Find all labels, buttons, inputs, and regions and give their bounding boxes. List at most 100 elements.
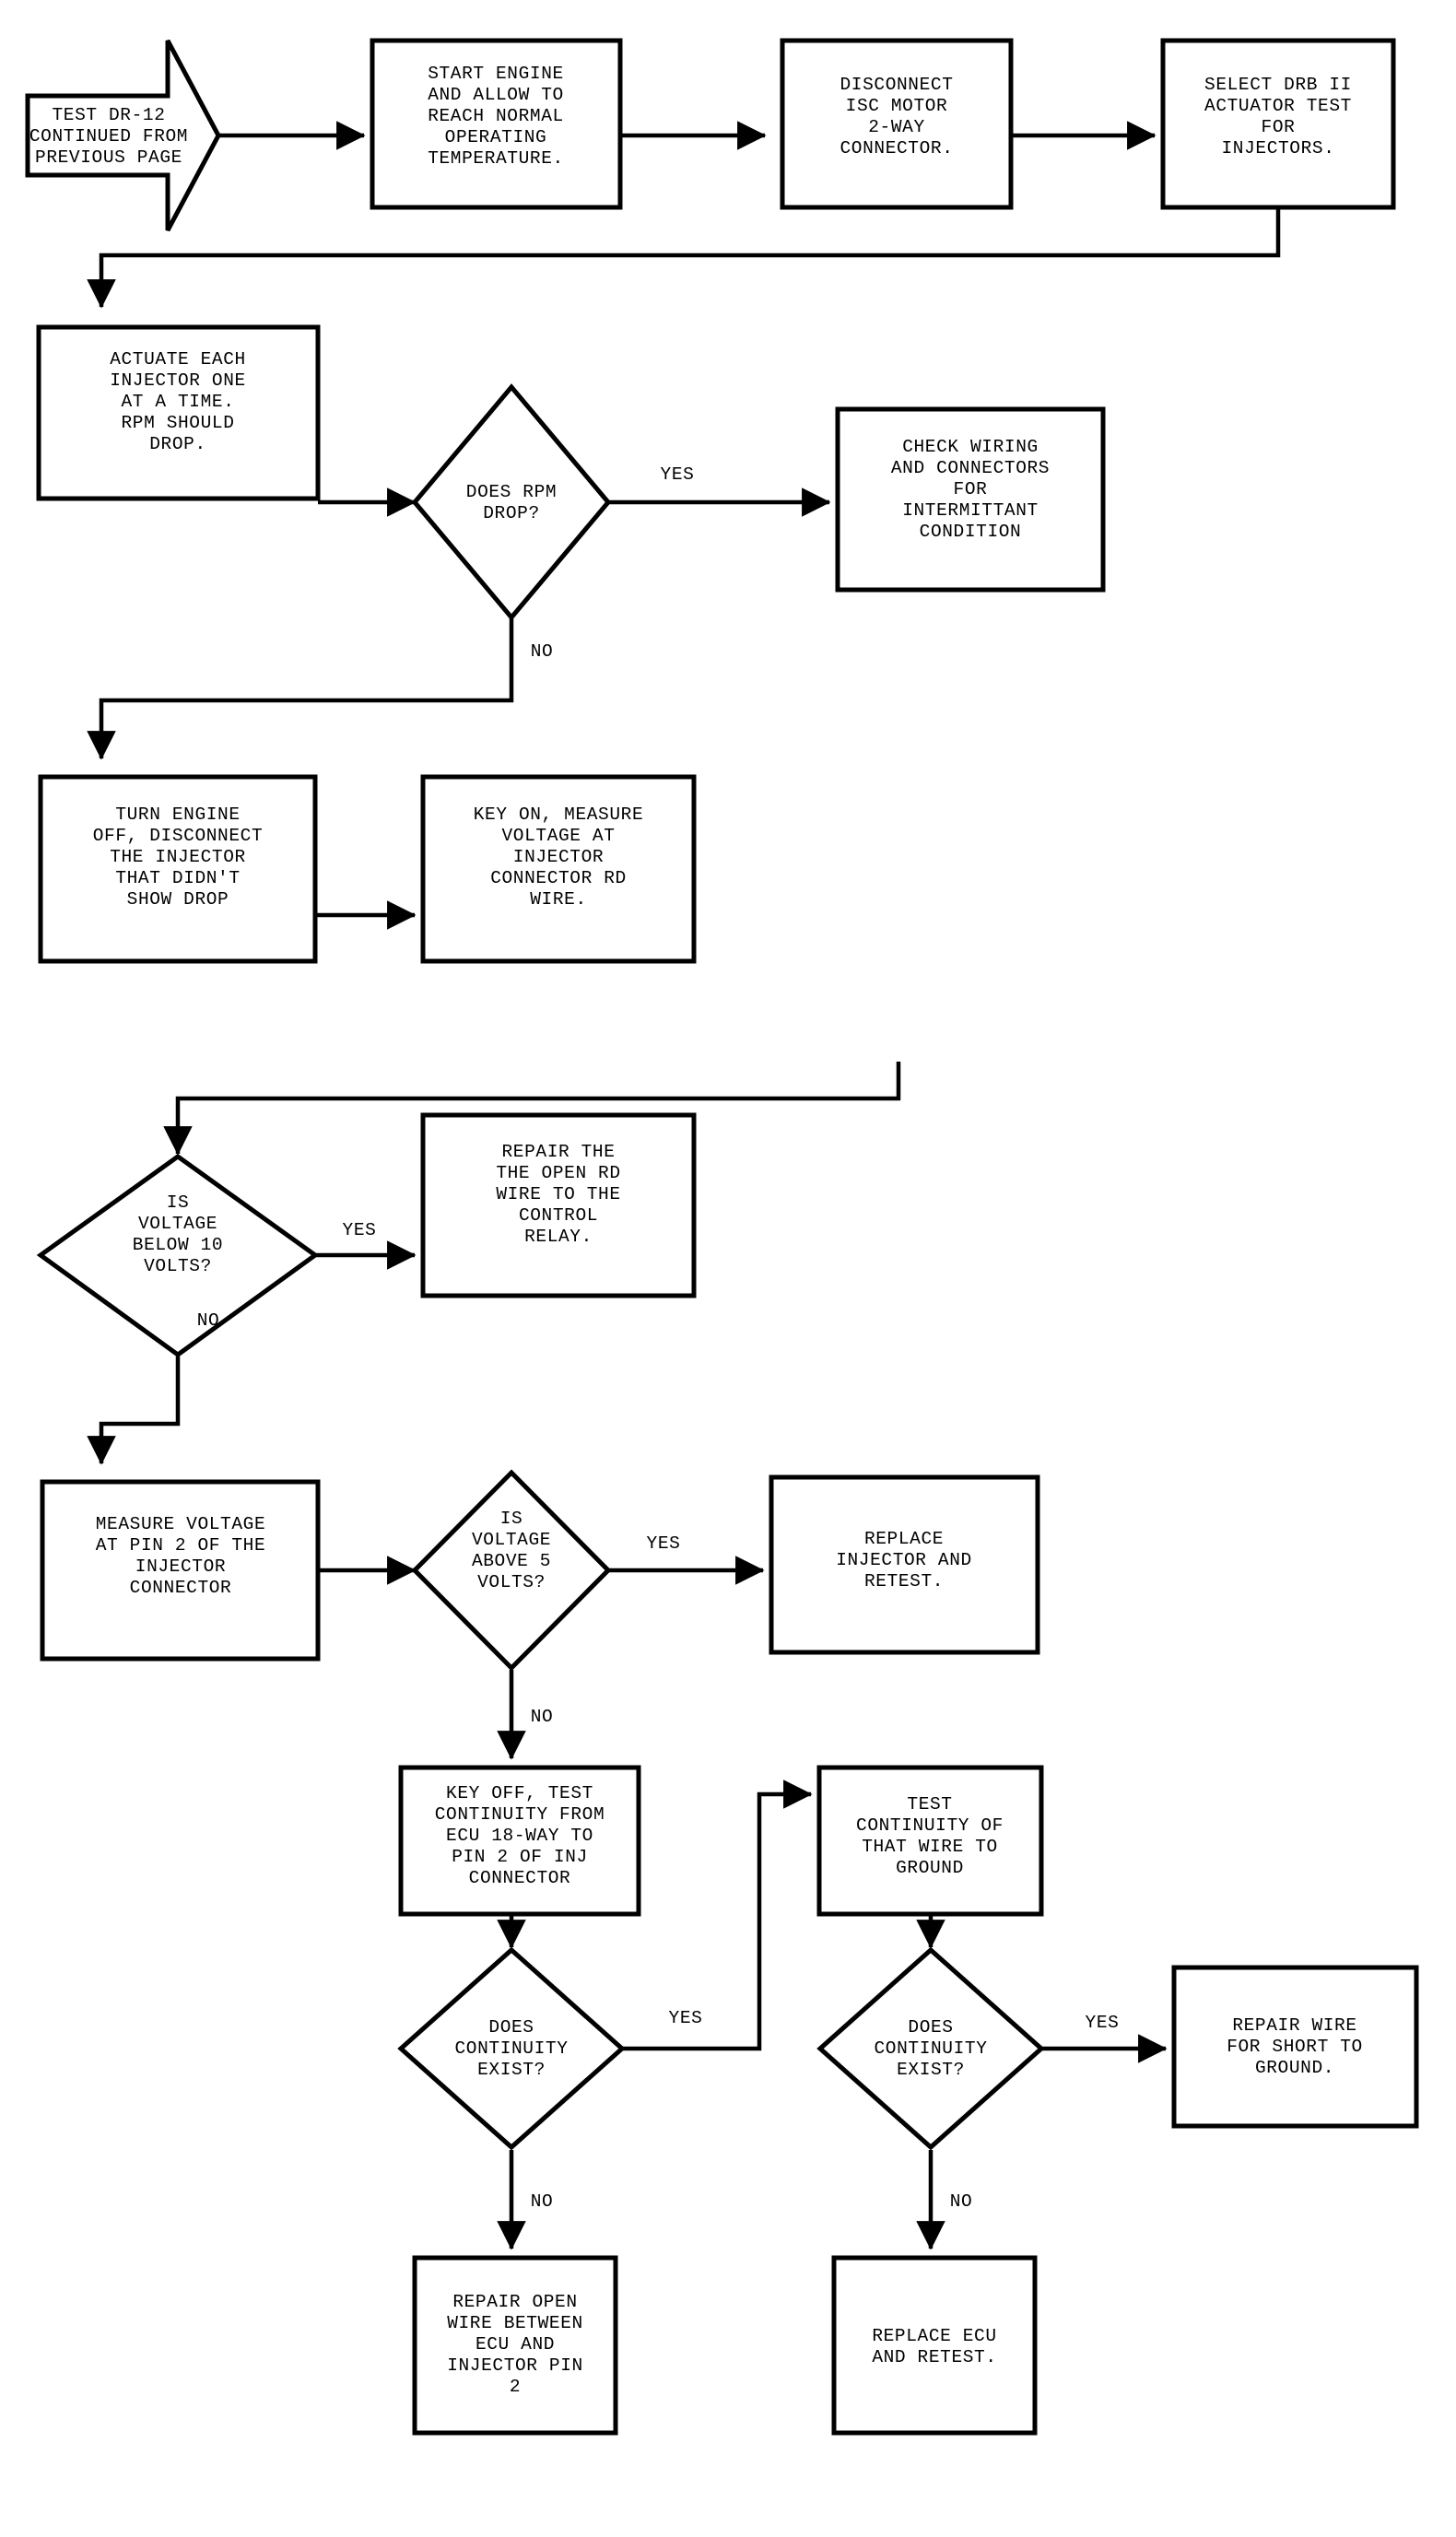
edge-label-rpm-no: NO — [531, 641, 554, 662]
node-n11-line-4: RELAY. — [524, 1227, 593, 1247]
node-n8-line-0: TURN ENGINE — [115, 805, 240, 825]
node-repair-open-wire-ecu-injector-pin-2[interactable]: REPAIR OPEN WIRE BETWEEN ECU AND INJECTO… — [412, 2255, 618, 2436]
node-n2-line-2: REACH NORMAL — [428, 106, 564, 126]
node-n12-line-3: CONNECTOR — [130, 1578, 232, 1598]
node-n2-line-0: START ENGINE — [428, 64, 564, 84]
decision-diamond-shape — [411, 1469, 612, 1672]
node-measure-voltage-pin-2[interactable]: MEASURE VOLTAGE AT PIN 2 OF THE INJECTOR… — [40, 1479, 321, 1662]
node-replace-ecu-and-retest[interactable]: REPLACE ECU AND RETEST. — [831, 2255, 1038, 2436]
node-n21-line-1: AND RETEST. — [872, 2347, 996, 2367]
node-n15-line-3: PIN 2 OF INJ — [452, 1847, 588, 1867]
edge-label-volt5-yes: YES — [647, 1533, 681, 1554]
node-n4-line-1: ACTUATOR TEST — [1204, 96, 1352, 116]
process-box-shape — [36, 324, 321, 501]
node-n5-line-3: RPM SHOULD — [121, 413, 234, 433]
node-n5-line-0: ACTUATE EACH — [110, 349, 246, 370]
node-n11-line-1: THE OPEN RD — [496, 1163, 620, 1183]
node-key-off-test-continuity[interactable]: KEY OFF, TEST CONTINUITY FROM ECU 18-WAY… — [398, 1765, 641, 1917]
node-key-on-measure-voltage[interactable]: KEY ON, MEASURE VOLTAGE AT INJECTOR CONN… — [420, 774, 697, 964]
node-n7-line-3: INTERMITTANT — [902, 500, 1039, 521]
node-n17-line-1: CONTINUITY — [454, 2038, 568, 2059]
node-repair-open-rd-wire-control-relay[interactable]: REPAIR THE THE OPEN RD WIRE TO THE CONTR… — [420, 1112, 697, 1298]
node-check-wiring-and-connectors[interactable]: CHECK WIRING AND CONNECTORS FOR INTERMIT… — [835, 406, 1106, 593]
process-box-shape — [412, 2255, 618, 2436]
process-box-shape — [1160, 38, 1396, 210]
node-n12-line-1: AT PIN 2 OF THE — [96, 1535, 266, 1556]
node-turn-engine-off-disconnect[interactable]: TURN ENGINE OFF, DISCONNECT THE INJECTOR… — [38, 774, 318, 964]
edge-label-rpm-yes: YES — [661, 464, 695, 485]
node-n21-line-0: REPLACE ECU — [872, 2326, 996, 2346]
process-box-shape — [38, 774, 318, 964]
edge-n10-n12-no — [87, 1357, 181, 1465]
node-n10-line-1: VOLTAGE — [138, 1214, 217, 1234]
process-box-shape — [420, 774, 697, 964]
node-n14-line-0: REPLACE — [864, 1529, 944, 1549]
node-n2-line-3: OPERATING — [445, 127, 547, 147]
node-n18-line-1: CONTINUITY — [874, 2038, 987, 2059]
node-does-continuity-exist-1[interactable]: DOES CONTINUITY EXIST? — [397, 1946, 626, 2151]
node-n15-line-1: CONTINUITY FROM — [435, 1804, 605, 1825]
node-n1-line-1: CONTINUED FROM — [29, 126, 188, 147]
node-n4-line-2: FOR — [1262, 117, 1296, 137]
process-box-shape — [780, 38, 1014, 210]
node-select-drb-ii-actuator-test[interactable]: SELECT DRB II ACTUATOR TEST FOR INJECTOR… — [1160, 38, 1396, 210]
edge-label-cont2-yes: YES — [1086, 2013, 1120, 2033]
node-does-rpm-drop[interactable]: DOES RPM DROP? — [411, 383, 612, 621]
node-n15-line-4: CONNECTOR — [469, 1868, 571, 1888]
node-n3-line-1: ISC MOTOR — [846, 96, 948, 116]
connector-layer — [87, 121, 1281, 2250]
process-box-shape — [769, 1474, 1040, 1655]
node-n9-line-3: CONNECTOR RD — [490, 868, 627, 888]
node-n13-line-2: ABOVE 5 — [472, 1551, 551, 1571]
node-offpage-connector-test-dr-12[interactable]: TEST DR-12 CONTINUED FROM PREVIOUS PAGE — [25, 39, 221, 232]
decision-diamond-shape — [397, 1946, 626, 2151]
node-n5-line-1: INJECTOR ONE — [110, 370, 246, 391]
node-n2-line-4: TEMPERATURE. — [428, 148, 564, 169]
decision-diamond-shape — [816, 1946, 1045, 2151]
node-n18-line-2: EXIST? — [897, 2060, 965, 2080]
node-repair-wire-short-to-ground[interactable]: REPAIR WIRE FOR SHORT TO GROUND. — [1171, 1965, 1419, 2129]
node-n15-line-2: ECU 18-WAY TO — [446, 1826, 593, 1846]
node-n7-line-1: AND CONNECTORS — [891, 458, 1050, 478]
edge-label-cont1-no: NO — [531, 2191, 554, 2212]
node-actuate-each-injector[interactable]: ACTUATE EACH INJECTOR ONE AT A TIME. RPM… — [36, 324, 321, 501]
node-n12-line-2: INJECTOR — [135, 1556, 226, 1577]
process-box-shape — [420, 1112, 697, 1298]
process-box-shape — [816, 1765, 1044, 1917]
node-n20-line-1: WIRE BETWEEN — [447, 2313, 583, 2333]
node-n10-line-2: BELOW 10 — [133, 1235, 223, 1255]
node-n19-line-0: REPAIR WIRE — [1232, 2015, 1356, 2036]
node-n10-line-3: VOLTS? — [144, 1256, 212, 1276]
process-box-shape — [835, 406, 1106, 593]
node-n4-line-0: SELECT DRB II — [1204, 75, 1352, 95]
process-box-shape — [398, 1765, 641, 1917]
node-n8-line-3: THAT DIDN'T — [115, 868, 240, 888]
node-n8-line-2: THE INJECTOR — [110, 847, 246, 867]
process-box-shape — [831, 2255, 1038, 2436]
process-box-shape — [1171, 1965, 1419, 2129]
edge-n4-n5 — [87, 207, 1281, 309]
node-n16-line-0: TEST — [907, 1794, 952, 1815]
node-n17-line-2: EXIST? — [477, 2060, 546, 2080]
node-disconnect-isc-motor[interactable]: DISCONNECT ISC MOTOR 2-WAY CONNECTOR. — [780, 38, 1014, 210]
node-n20-line-0: REPAIR OPEN — [452, 2292, 577, 2312]
node-test-continuity-to-ground[interactable]: TEST CONTINUITY OF THAT WIRE TO GROUND — [816, 1765, 1044, 1917]
node-n2-line-1: AND ALLOW TO — [428, 85, 564, 105]
node-n8-line-1: OFF, DISCONNECT — [93, 826, 264, 846]
node-n16-line-2: THAT WIRE TO — [862, 1837, 998, 1857]
process-box-shape — [40, 1479, 321, 1662]
edge-label-volt10-no: NO — [197, 1310, 220, 1331]
node-start-engine[interactable]: START ENGINE AND ALLOW TO REACH NORMAL O… — [370, 38, 623, 210]
node-n7-line-0: CHECK WIRING — [902, 437, 1039, 457]
node-n6-line-0: DOES RPM — [466, 482, 557, 502]
node-n3-line-0: DISCONNECT — [840, 75, 953, 95]
node-n5-line-4: DROP. — [149, 434, 206, 454]
node-is-voltage-above-5-volts[interactable]: IS VOLTAGE ABOVE 5 VOLTS? — [411, 1469, 612, 1672]
node-n19-line-1: FOR SHORT TO — [1227, 2037, 1363, 2057]
node-n8-line-4: SHOW DROP — [127, 889, 229, 910]
node-replace-injector-and-retest[interactable]: REPLACE INJECTOR AND RETEST. — [769, 1474, 1040, 1655]
node-n11-line-3: CONTROL — [519, 1205, 598, 1226]
node-does-continuity-exist-2[interactable]: DOES CONTINUITY EXIST? — [816, 1946, 1045, 2151]
node-n11-line-0: REPAIR THE — [501, 1142, 615, 1162]
node-is-voltage-below-10-volts[interactable]: IS VOLTAGE BELOW 10 VOLTS? — [36, 1153, 320, 1358]
